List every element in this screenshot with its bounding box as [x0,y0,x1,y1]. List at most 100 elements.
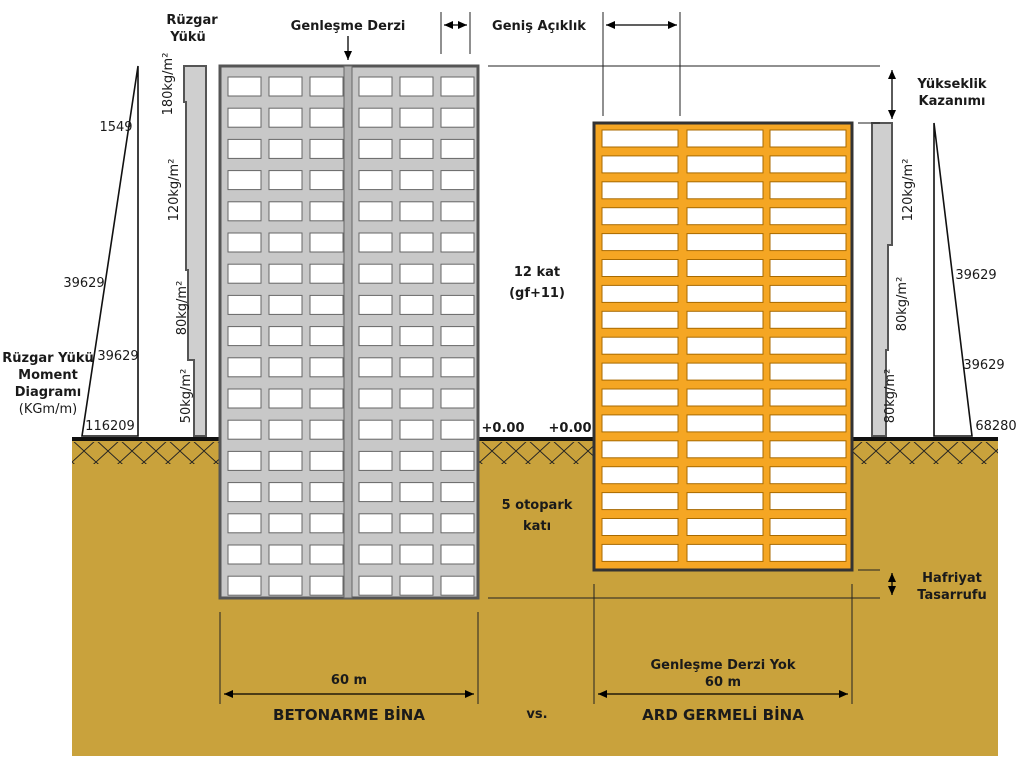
left-window [309,357,344,378]
left-window [268,419,303,440]
left-window [358,232,393,253]
left-window [227,419,262,440]
left-window [399,544,434,565]
right-window [769,440,847,459]
left-window [399,232,434,253]
right-building-name: ARD GERMELİ BİNA [642,705,804,724]
right-moment-diagram [933,122,973,437]
left-window [227,482,262,503]
left-window [309,482,344,503]
left-window [358,138,393,159]
left-window [227,170,262,191]
right-window [769,129,847,148]
left-window [227,201,262,222]
left-window [227,513,262,534]
right-window [601,310,679,329]
right-window [686,388,764,407]
right-wind-load-profile [871,122,893,437]
excavation-label-line2: Tasarrufu [917,588,986,603]
right-window [686,518,764,536]
height-gain-label-line2: Kazanımı [919,94,986,109]
right-window [686,310,764,329]
wind-load-label-line2: Yükü [169,30,206,45]
right-window [601,233,679,252]
left-wind-load-profile [183,65,207,437]
right-window [686,543,764,562]
right-window [769,284,847,303]
left-moment-mid1: 39629 [63,276,104,291]
right-window [769,466,847,485]
left-window [268,482,303,503]
left-window [309,513,344,534]
right-window [769,388,847,407]
left-window [399,138,434,159]
left-window [309,575,344,596]
left-window [440,263,475,284]
left-window [268,263,303,284]
left-window [309,107,344,128]
left-window [399,326,434,347]
left-window [268,544,303,565]
left-window [268,357,303,378]
left-window [440,450,475,471]
right-window [686,362,764,381]
right-window [601,440,679,459]
left-window [227,232,262,253]
left-window [440,419,475,440]
right-window [686,466,764,485]
left-window [358,263,393,284]
left-window [440,294,475,315]
right-load-top: 120kg/m² [901,159,916,222]
left-window [399,482,434,503]
right-window [686,155,764,174]
left-window [268,388,303,409]
left-window [358,107,393,128]
right-moment-mid1: 39629 [955,268,996,283]
left-window [227,575,262,596]
left-window [399,513,434,534]
left-window [440,513,475,534]
right-window [601,181,679,200]
left-window [399,357,434,378]
level-right: +0.00 [549,421,592,436]
left-window [440,575,475,596]
left-window [399,170,434,191]
left-building-joint [343,65,353,599]
right-window [686,259,764,277]
left-window [268,513,303,534]
right-window [769,492,847,511]
left-window [358,326,393,347]
right-load-mid: 80kg/m² [895,277,910,332]
moment-label-line3: Diagramı [15,385,82,400]
left-moment-mid2: 39629 [97,349,138,364]
left-window [227,263,262,284]
excavation-label-line1: Hafriyat [922,571,982,586]
left-window [440,170,475,191]
right-window [769,155,847,174]
left-window [358,170,393,191]
right-window [769,543,847,562]
right-window [769,310,847,329]
right-window [601,362,679,381]
left-window [309,388,344,409]
left-window [399,575,434,596]
left-window [440,201,475,222]
right-window [769,362,847,381]
right-window [601,155,679,174]
left-window [440,357,475,378]
left-window [399,263,434,284]
right-window [601,259,679,277]
left-window [227,357,262,378]
right-window [769,414,847,433]
right-moment-mid2: 39629 [963,358,1004,373]
right-window [601,284,679,303]
right-window [769,207,847,226]
parking-label-line1: 5 otopark [502,498,573,513]
right-building [592,121,854,572]
left-window [227,294,262,315]
ground-hatch [72,442,998,464]
right-window [601,414,679,433]
right-window [686,233,764,252]
right-window [769,336,847,355]
